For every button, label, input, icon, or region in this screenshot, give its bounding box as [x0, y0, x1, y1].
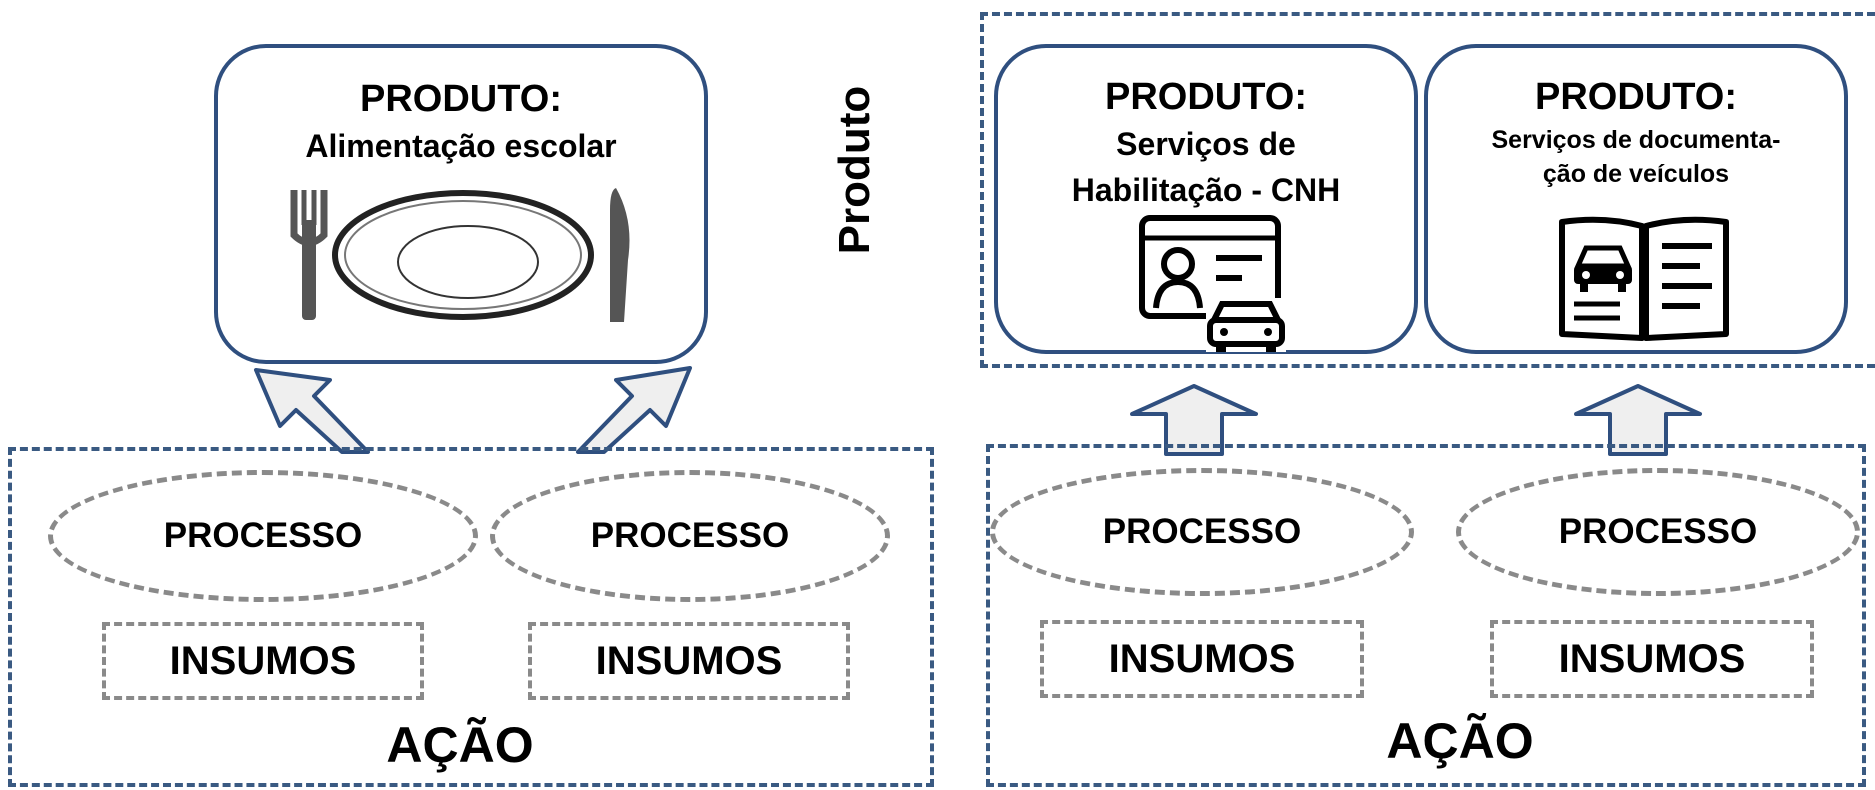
action-label: AÇÃO: [386, 717, 534, 773]
up-arrow-icon: [250, 360, 380, 460]
product-name-line: Habilitação - CNH: [1071, 172, 1341, 208]
up-arrow-icon: [566, 360, 696, 460]
inputs-label: INSUMOS: [169, 638, 357, 683]
process-label: PROCESSO: [163, 516, 363, 555]
product-side-label: Produto: [830, 85, 879, 255]
up-arrow-icon: [1126, 380, 1262, 460]
product-box-vehicle-docs: PRODUTO: Serviços de documenta- ção de v…: [1424, 44, 1848, 354]
vehicle-document-book-icon: [1554, 208, 1734, 348]
product-heading: PRODUTO:: [1535, 76, 1737, 118]
process-ellipse: PROCESSO: [990, 468, 1414, 596]
plate-with-cutlery-icon: [288, 180, 638, 330]
inputs-label: INSUMOS: [595, 638, 783, 683]
product-name-line: Serviços de documenta-: [1491, 126, 1781, 154]
product-container-right: [980, 12, 1875, 368]
up-arrow-icon: [1570, 380, 1706, 460]
driver-license-car-icon: [1138, 212, 1288, 354]
product-box-cnh: PRODUTO: Serviços de Habilitação - CNH: [994, 44, 1418, 354]
inputs-box: INSUMOS: [1490, 620, 1814, 698]
product-name-line: ção de veículos: [1542, 160, 1730, 188]
inputs-box: INSUMOS: [102, 622, 424, 700]
process-ellipse: PROCESSO: [48, 470, 478, 602]
inputs-label: INSUMOS: [1108, 636, 1296, 681]
inputs-box: INSUMOS: [1040, 620, 1364, 698]
product-box-school-meals: PRODUTO: Alimentação escolar: [214, 44, 708, 364]
product-heading: PRODUTO:: [1105, 76, 1307, 118]
action-label: AÇÃO: [1386, 713, 1534, 769]
process-ellipse: PROCESSO: [1456, 468, 1860, 596]
process-label: PROCESSO: [1558, 512, 1758, 551]
product-name: Alimentação escolar: [305, 128, 617, 164]
inputs-label: INSUMOS: [1558, 636, 1746, 681]
product-name-line: Serviços de: [1116, 126, 1296, 162]
process-ellipse: PROCESSO: [490, 470, 890, 602]
action-container-right: [986, 444, 1866, 787]
process-label: PROCESSO: [590, 516, 790, 555]
product-heading: PRODUTO:: [360, 78, 562, 120]
inputs-box: INSUMOS: [528, 622, 850, 700]
process-label: PROCESSO: [1102, 512, 1302, 551]
action-container-left: [8, 447, 934, 787]
